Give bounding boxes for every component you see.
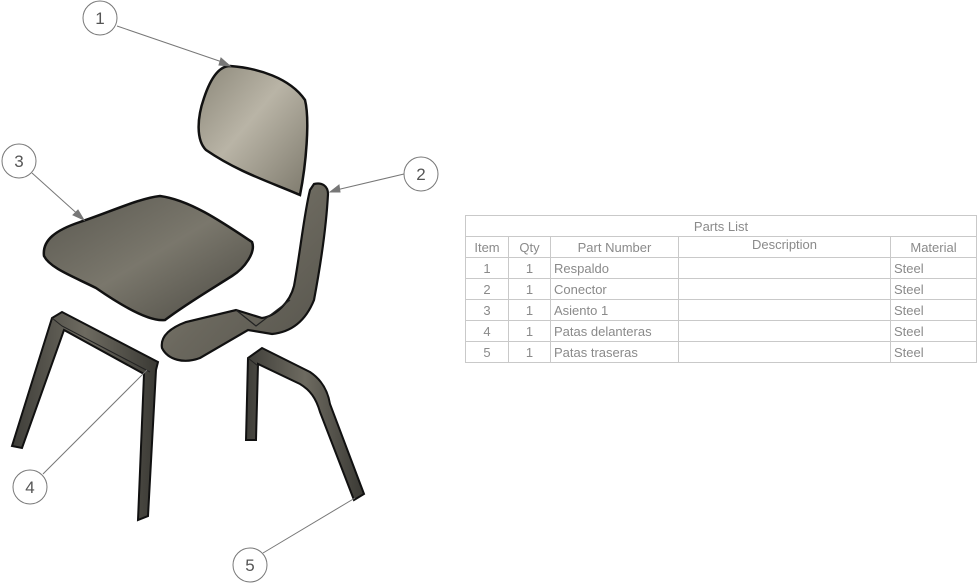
rear-legs-edge <box>247 357 259 367</box>
cell-item: 4 <box>465 320 509 342</box>
cell-part-number: Patas delanteras <box>550 320 679 342</box>
cell-item: 5 <box>465 341 509 363</box>
leader-4 <box>42 369 148 475</box>
cell-item: 2 <box>465 278 509 300</box>
cell-qty: 1 <box>508 257 551 279</box>
cell-material: Steel <box>889 341 977 363</box>
cell-part-number: Conector <box>550 278 679 300</box>
leader-1-arrow <box>218 57 232 67</box>
backrest-part <box>197 64 309 197</box>
cell-qty: 1 <box>508 299 551 321</box>
parts-list-title-row: Parts List <box>464 215 977 237</box>
connector-part <box>160 182 330 362</box>
table-row: 4 1 Patas delanteras Steel <box>465 320 977 342</box>
leader-2-arrow <box>328 184 341 193</box>
table-row: 2 1 Conector Steel <box>465 278 977 300</box>
parts-list-header-row: Item Qty Part Number Description Materia… <box>465 236 977 258</box>
rear-legs-part <box>244 346 366 502</box>
parts-list-title: Parts List <box>464 215 977 237</box>
cell-material: Steel <box>889 257 977 279</box>
cell-part-number: Respaldo <box>550 257 679 279</box>
leader-3-arrow <box>72 209 86 222</box>
leader-1 <box>116 25 229 65</box>
cell-material: Steel <box>889 320 977 342</box>
cell-qty: 1 <box>508 341 551 363</box>
table-row: 5 1 Patas traseras Steel <box>465 341 977 363</box>
cell-description <box>678 299 891 321</box>
seat-part <box>42 194 255 322</box>
cell-part-number: Asiento 1 <box>550 299 679 321</box>
table-row: 3 1 Asiento 1 Steel <box>465 299 977 321</box>
header-item: Item <box>465 236 509 258</box>
exploded-chair-drawing: 1 2 3 4 5 <box>1 0 439 583</box>
cell-qty: 1 <box>508 278 551 300</box>
balloon-2-label: 2 <box>416 165 425 184</box>
leader-2 <box>331 173 405 192</box>
cell-description <box>678 341 891 363</box>
cell-description <box>678 278 891 300</box>
balloon-1-label: 1 <box>95 9 104 28</box>
balloon-4-label: 4 <box>25 478 34 497</box>
balloon-2: 2 <box>403 156 439 192</box>
leader-5 <box>262 497 356 554</box>
cell-description <box>678 320 891 342</box>
cell-item: 3 <box>465 299 509 321</box>
balloon-4: 4 <box>12 469 48 505</box>
header-part-number: Part Number <box>550 236 679 258</box>
cell-description <box>678 257 891 279</box>
connector-edge <box>235 299 291 327</box>
balloon-3-label: 3 <box>14 152 23 171</box>
balloon-5: 5 <box>232 547 268 583</box>
table-row: 1 1 Respaldo Steel <box>465 257 977 279</box>
header-qty: Qty <box>508 236 551 258</box>
front-legs-edge <box>51 317 151 373</box>
front-legs-part <box>10 310 160 522</box>
parts-list-table: Parts List Item Qty Part Number Descript… <box>464 215 977 363</box>
header-material: Material <box>889 236 977 258</box>
cell-material: Steel <box>889 278 977 300</box>
balloon-5-label: 5 <box>245 556 254 575</box>
cell-material: Steel <box>889 299 977 321</box>
cell-item: 1 <box>465 257 509 279</box>
header-description: Description <box>678 236 891 258</box>
leader-3 <box>31 172 83 219</box>
balloon-3: 3 <box>1 143 37 179</box>
balloon-1: 1 <box>82 0 118 36</box>
cell-qty: 1 <box>508 320 551 342</box>
cell-part-number: Patas traseras <box>550 341 679 363</box>
